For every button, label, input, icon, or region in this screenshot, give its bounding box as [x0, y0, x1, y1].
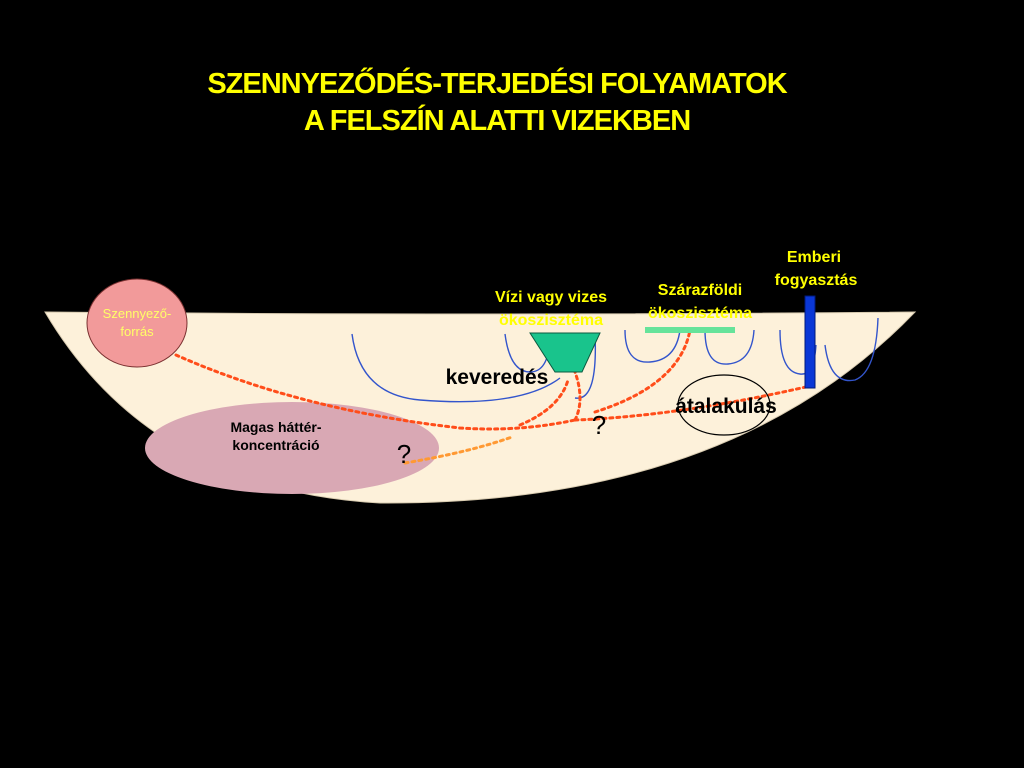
- pollution-source-label-2: forrás: [120, 324, 154, 339]
- title-line-1: SZENNYEZŐDÉS-TERJEDÉSI FOLYAMATOK: [207, 66, 787, 100]
- human-consumption-label-1: Emberi: [787, 249, 841, 266]
- contaminant-flow-paths: [174, 328, 812, 465]
- question-mark-1: ?: [592, 410, 606, 440]
- pollution-source: [86, 278, 188, 368]
- background-label-1: Magas háttér-: [230, 419, 321, 435]
- pollution-source-label-1: Szennyező-: [103, 306, 172, 321]
- terrestrial-ecosystem-label-1: Szárazföldi: [658, 282, 742, 299]
- aquatic-ecosystem-label-1: Vízi vagy vizes: [495, 289, 607, 306]
- mixing-label: keveredés: [446, 366, 549, 389]
- transformation-zone: [677, 374, 771, 436]
- background-label-2: koncentráció: [232, 437, 319, 453]
- aquatic-ecosystem-label-2: ökoszisztéma: [499, 312, 603, 329]
- title-line-2: A FELSZÍN ALATTI VIZEKBEN: [304, 103, 690, 137]
- aquatic-ecosystem-icon: [529, 332, 601, 373]
- terrestrial-ecosystem-bar: [645, 327, 735, 333]
- high-background-concentration-zone: [145, 402, 439, 494]
- terrestrial-ecosystem-label-2: ökoszisztéma: [648, 305, 752, 322]
- question-mark-2: ?: [397, 439, 411, 469]
- human-consumption-label-2: fogyasztás: [775, 272, 858, 289]
- human-consumption-well: [804, 295, 816, 389]
- transformation-label: átalakulás: [675, 395, 777, 418]
